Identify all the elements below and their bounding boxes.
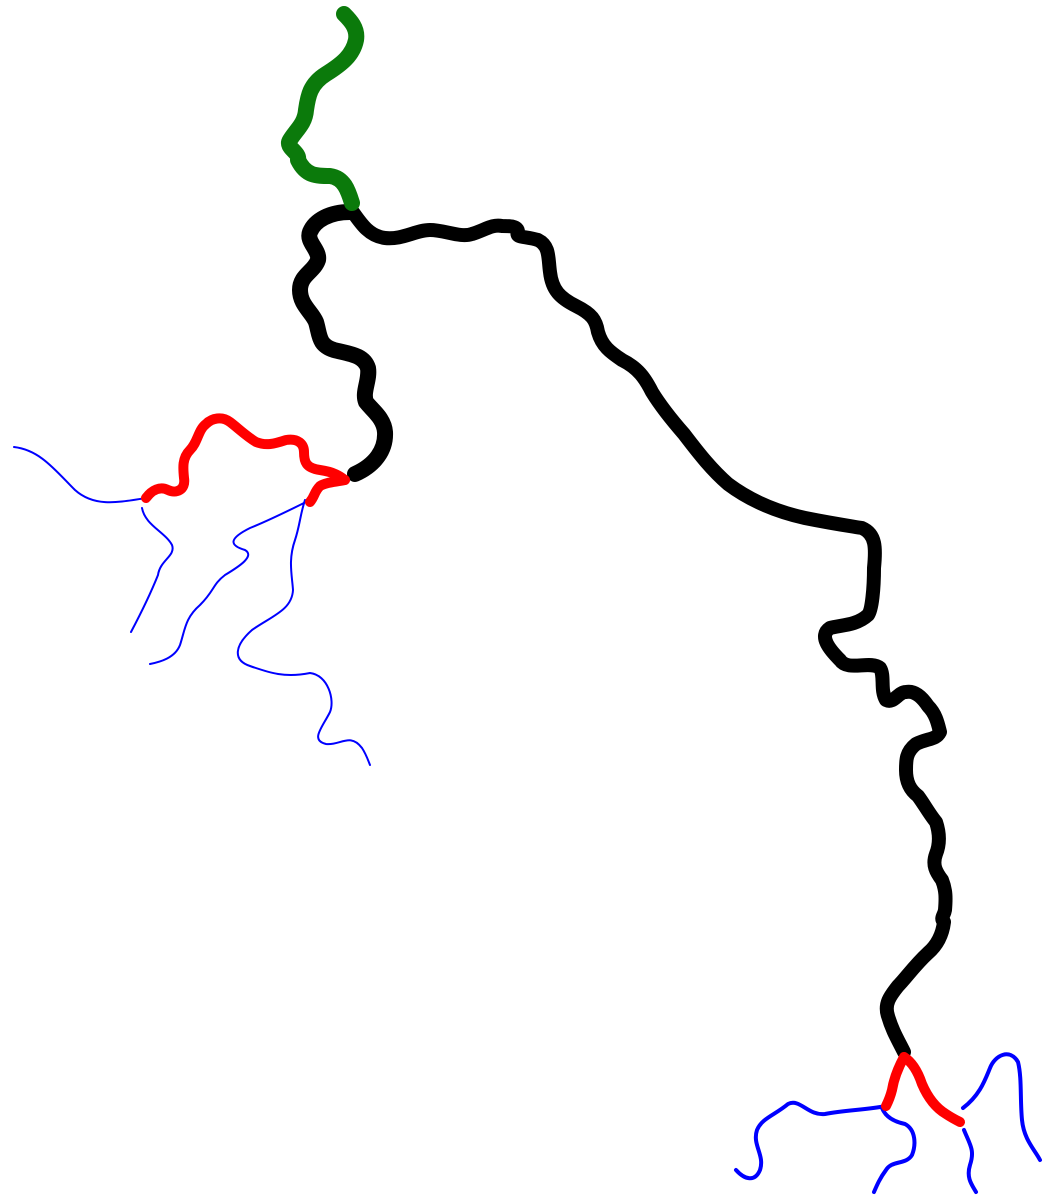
left-junction-segment [141, 413, 350, 503]
right-branch-4 [962, 1128, 978, 1194]
trunk-left-segment [292, 204, 393, 482]
right-junction-left-arm [881, 1052, 909, 1111]
left-branch-4 [236, 499, 371, 766]
trunk-right-segment [343, 201, 953, 1059]
right-branch-2 [872, 1106, 917, 1194]
root-segment [281, 6, 365, 211]
right-branch-3 [961, 1052, 1042, 1162]
right-branch-1 [734, 1100, 888, 1181]
left-branch-2 [130, 507, 174, 633]
left-branch-3 [149, 499, 311, 665]
left-branch-1 [13, 446, 147, 504]
right-junction-right-arm [899, 1052, 965, 1127]
left-junction-stub [305, 475, 350, 507]
